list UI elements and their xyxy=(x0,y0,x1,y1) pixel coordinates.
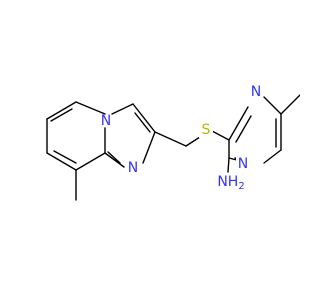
bond xyxy=(228,106,249,141)
atom-label: S xyxy=(202,122,211,138)
bonds xyxy=(46,94,300,201)
bond xyxy=(211,130,230,141)
bond xyxy=(50,108,73,122)
bond xyxy=(263,96,282,115)
amino-subscript: 2 xyxy=(238,181,244,192)
atom-label: N xyxy=(128,160,138,176)
bond xyxy=(134,112,151,133)
atom-label: NH2 xyxy=(217,174,244,192)
bond xyxy=(53,150,77,164)
bond xyxy=(46,152,77,171)
bond xyxy=(111,103,134,115)
bond xyxy=(75,101,106,115)
bond xyxy=(154,131,187,147)
atom-label: N xyxy=(238,156,248,172)
bond xyxy=(280,94,300,115)
molecule-drawing: N N S N N NH2 xyxy=(46,84,300,201)
atom-label: N xyxy=(251,84,261,100)
bond xyxy=(263,149,282,164)
atom-labels: N N S N N NH2 xyxy=(101,84,263,192)
bond xyxy=(75,152,106,171)
bond xyxy=(142,131,156,164)
bond xyxy=(107,151,121,164)
bond xyxy=(185,136,201,147)
atom-amino: NH2 xyxy=(217,173,246,192)
structure-canvas: N N S N N NH2 xyxy=(46,84,300,201)
bond xyxy=(227,157,230,173)
atom-n-pyrimidine-top: N xyxy=(249,84,263,100)
atom-n-bridge: N xyxy=(101,113,111,129)
bond xyxy=(132,103,156,133)
amino-label: NH xyxy=(217,174,238,190)
atom-n-imidazole: N xyxy=(126,160,140,176)
bond xyxy=(235,115,252,143)
bond xyxy=(104,152,125,168)
atom-sulfur: S xyxy=(199,122,213,138)
atom-label: N xyxy=(101,113,111,129)
bond xyxy=(46,101,77,120)
atom-n-pyrimidine-bottom: N xyxy=(236,156,250,172)
